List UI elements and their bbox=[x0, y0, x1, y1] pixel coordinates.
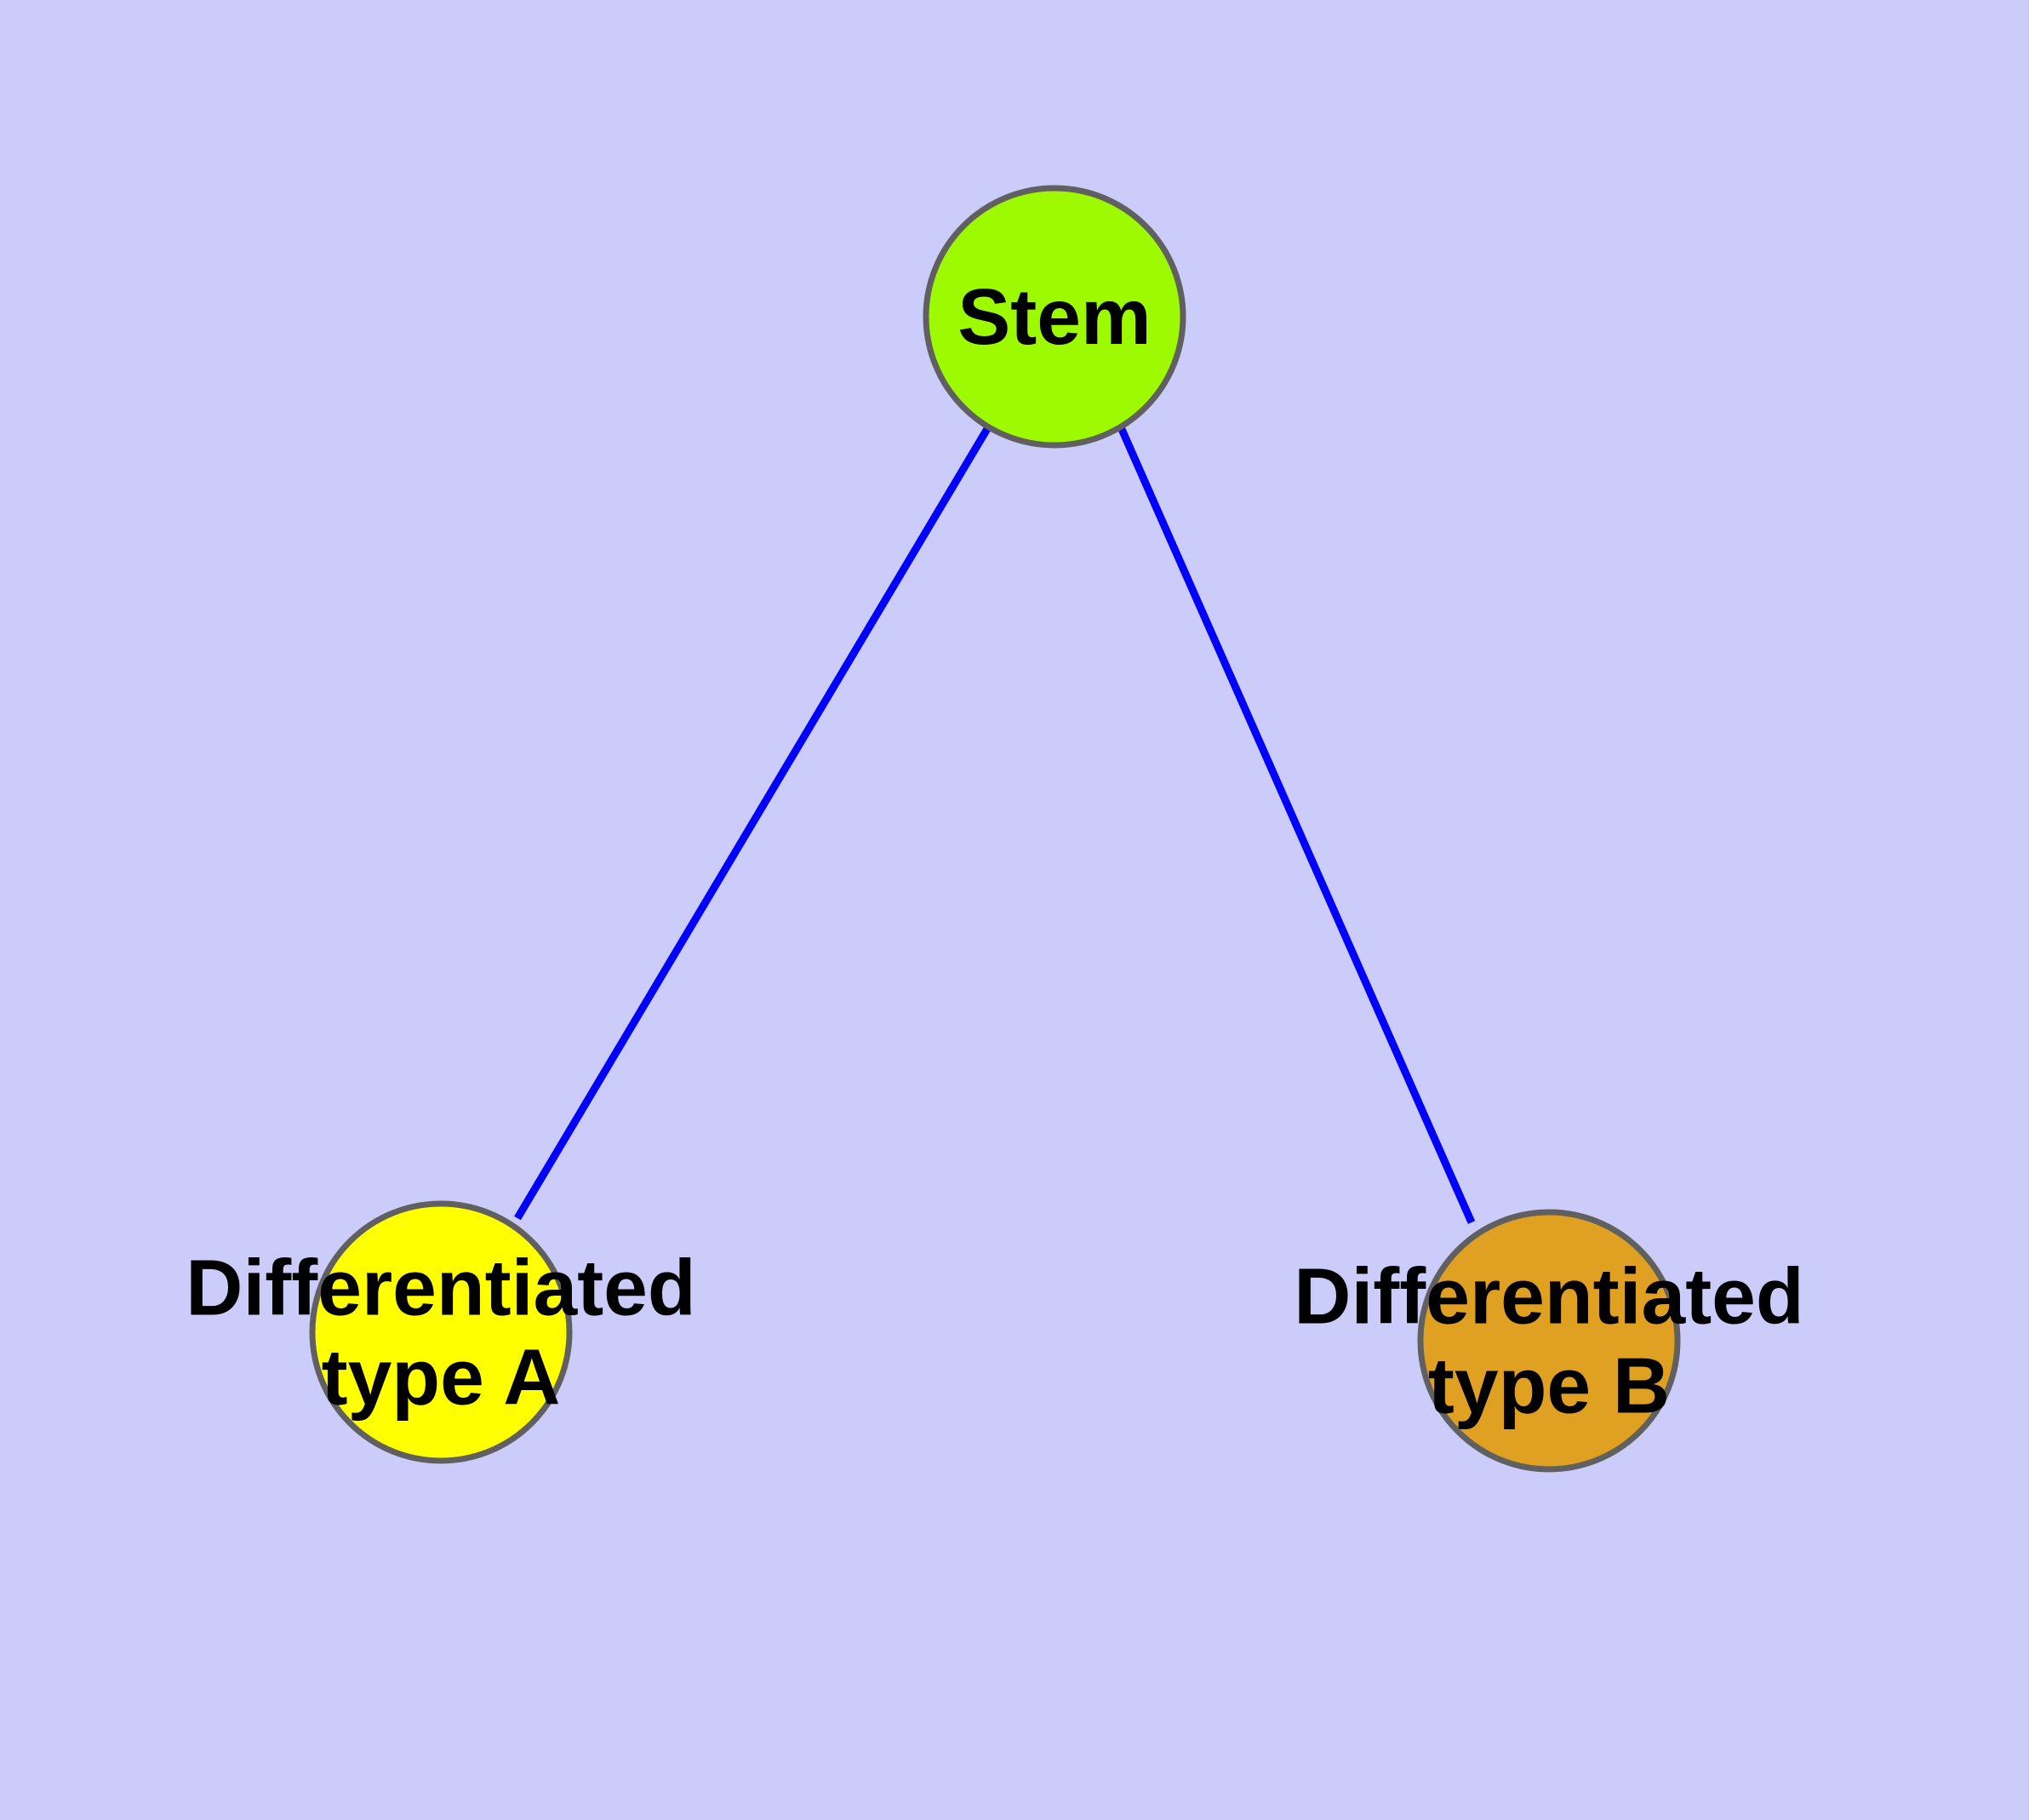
node-stem-circle[interactable] bbox=[923, 185, 1186, 449]
edges-layer bbox=[514, 425, 1476, 1224]
node-stem[interactable] bbox=[923, 185, 1186, 449]
node-label-line: Differentiated bbox=[1294, 1252, 1803, 1341]
node-differentiated-type-b[interactable] bbox=[1417, 1209, 1681, 1473]
node-label-line: type B bbox=[1428, 1342, 1670, 1430]
edge-stem-to-differentiated-type-a[interactable] bbox=[514, 425, 992, 1221]
node-label-line: type A bbox=[322, 1333, 561, 1422]
node-stem-label: Stem bbox=[957, 272, 1151, 361]
nodes-layer bbox=[309, 185, 1681, 1473]
node-differentiated-type-a[interactable] bbox=[309, 1200, 573, 1464]
node-label-line: Differentiated bbox=[186, 1244, 695, 1332]
edge-stem-to-differentiated-type-b[interactable] bbox=[1117, 426, 1476, 1224]
node-differentiated-type-a-circle[interactable] bbox=[309, 1200, 573, 1464]
node-label-line: Stem bbox=[957, 272, 1151, 361]
node-differentiated-type-b-circle[interactable] bbox=[1417, 1209, 1681, 1473]
